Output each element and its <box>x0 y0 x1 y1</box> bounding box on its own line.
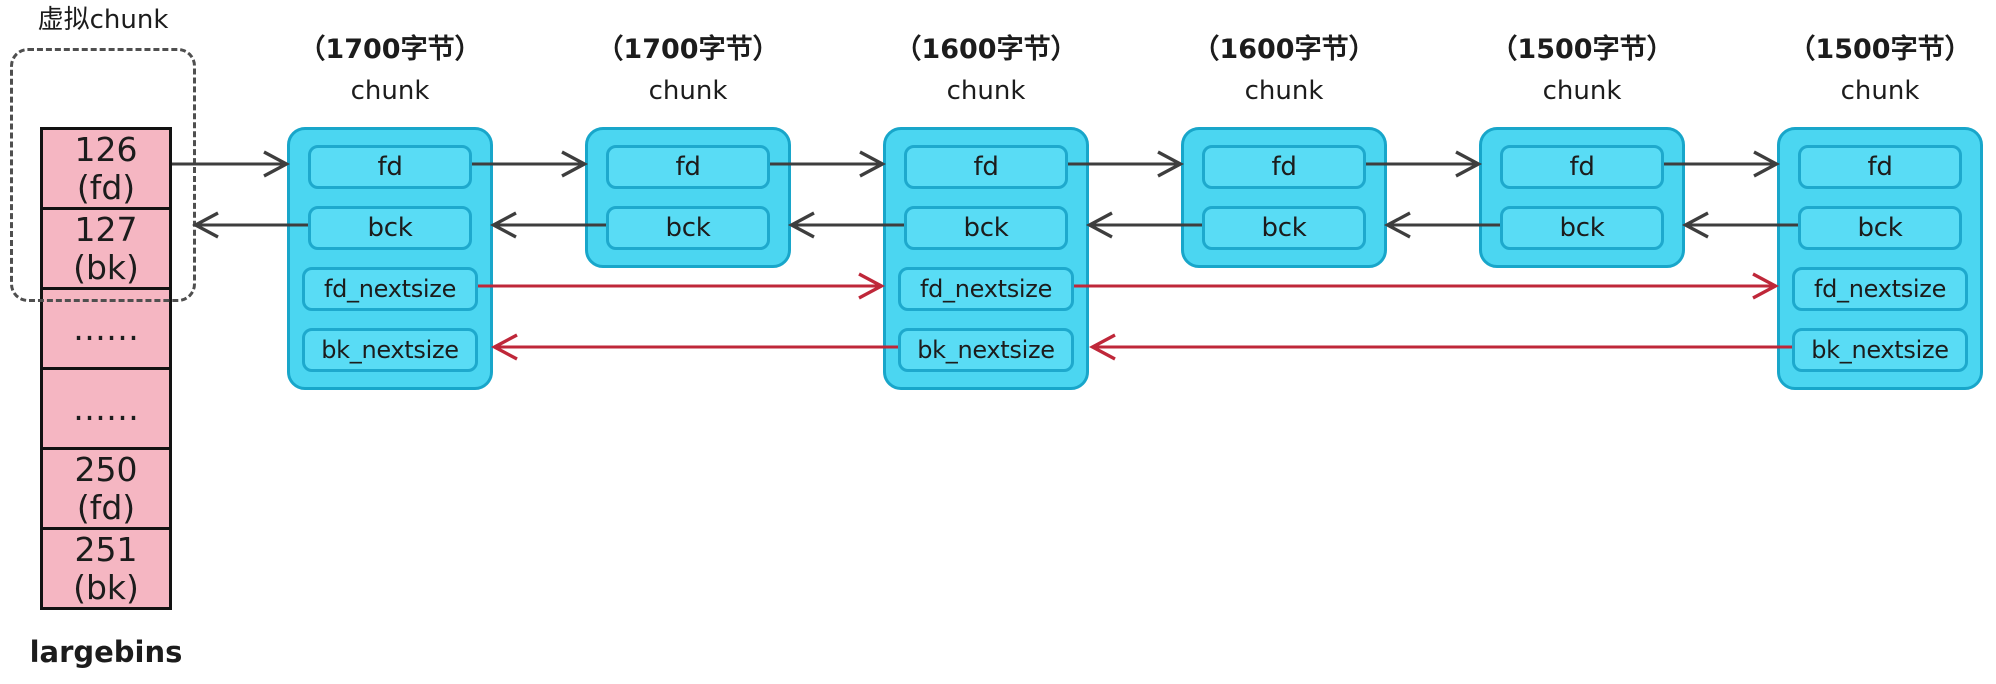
bin-cell-ellipsis-2: …… <box>40 367 172 450</box>
field-fd: fd <box>308 145 472 189</box>
chunk-size-label: （1600字节） <box>1192 34 1376 65</box>
field-fd: fd <box>904 145 1068 189</box>
field-fd-nextsize: fd_nextsize <box>1792 267 1968 311</box>
chunk-group-2: （1700字节） chunk fd bck <box>585 30 791 268</box>
bin-role: (fd) <box>76 487 136 527</box>
chunk-size-label: （1700字节） <box>298 34 482 65</box>
field-bk-nextsize: bk_nextsize <box>1792 328 1968 372</box>
field-bk-nextsize: bk_nextsize <box>302 328 478 372</box>
field-fd: fd <box>606 145 770 189</box>
bin-role: (bk) <box>73 567 139 607</box>
chunk-type-label: chunk <box>648 76 728 106</box>
field-fd-nextsize: fd_nextsize <box>302 267 478 311</box>
chunk-group-6: （1500字节） chunk fd bck fd_nextsize bk_nex… <box>1777 30 1983 390</box>
bin-index: 127 <box>74 209 138 249</box>
chunk-size-label: （1600字节） <box>894 34 1078 65</box>
bin-index: …… <box>73 388 139 428</box>
field-bk-nextsize: bk_nextsize <box>898 328 1074 372</box>
field-bck: bck <box>1500 206 1664 250</box>
chunk-group-3: （1600字节） chunk fd bck fd_nextsize bk_nex… <box>883 30 1089 390</box>
chunk-group-5: （1500字节） chunk fd bck <box>1479 30 1685 268</box>
chunk-type-label: chunk <box>946 76 1026 106</box>
bin-index: 250 <box>74 449 138 489</box>
field-fd-nextsize: fd_nextsize <box>898 267 1074 311</box>
bin-cell-126-fd: 126 (fd) <box>40 127 172 210</box>
bin-cell-251-bk: 251 (bk) <box>40 527 172 610</box>
chunk-box: fd bck fd_nextsize bk_nextsize <box>1777 127 1983 390</box>
bin-cell-250-fd: 250 (fd) <box>40 447 172 530</box>
chunk-group-4: （1600字节） chunk fd bck <box>1181 30 1387 268</box>
field-bck: bck <box>904 206 1068 250</box>
virtual-chunk-title: 虚拟chunk <box>37 5 169 35</box>
field-fd: fd <box>1202 145 1366 189</box>
field-fd: fd <box>1798 145 1962 189</box>
chunk-size-label: （1500字节） <box>1788 34 1972 65</box>
chunk-group-1: （1700字节） chunk fd bck fd_nextsize bk_nex… <box>287 30 493 390</box>
field-bck: bck <box>308 206 472 250</box>
bin-role: (bk) <box>73 247 139 287</box>
chunk-box: fd bck fd_nextsize bk_nextsize <box>883 127 1089 390</box>
bin-index: …… <box>73 308 139 348</box>
bin-cell-127-bk: 127 (bk) <box>40 207 172 290</box>
field-fd: fd <box>1500 145 1664 189</box>
bin-index: 251 <box>74 529 138 569</box>
chunk-box: fd bck fd_nextsize bk_nextsize <box>287 127 493 390</box>
virtual-chunk-dashed-box <box>10 48 196 302</box>
chunk-box: fd bck <box>1479 127 1685 268</box>
chunk-type-label: chunk <box>1542 76 1622 106</box>
bin-index: 126 <box>74 129 138 169</box>
field-bck: bck <box>606 206 770 250</box>
chunk-type-label: chunk <box>350 76 430 106</box>
bin-role: (fd) <box>76 167 136 207</box>
field-bck: bck <box>1202 206 1366 250</box>
chunk-box: fd bck <box>1181 127 1387 268</box>
largebins-label: largebins <box>29 635 183 669</box>
chunk-type-label: chunk <box>1840 76 1920 106</box>
chunk-type-label: chunk <box>1244 76 1324 106</box>
field-bck: bck <box>1798 206 1962 250</box>
chunk-box: fd bck <box>585 127 791 268</box>
chunk-size-label: （1500字节） <box>1490 34 1674 65</box>
chunk-size-label: （1700字节） <box>596 34 780 65</box>
